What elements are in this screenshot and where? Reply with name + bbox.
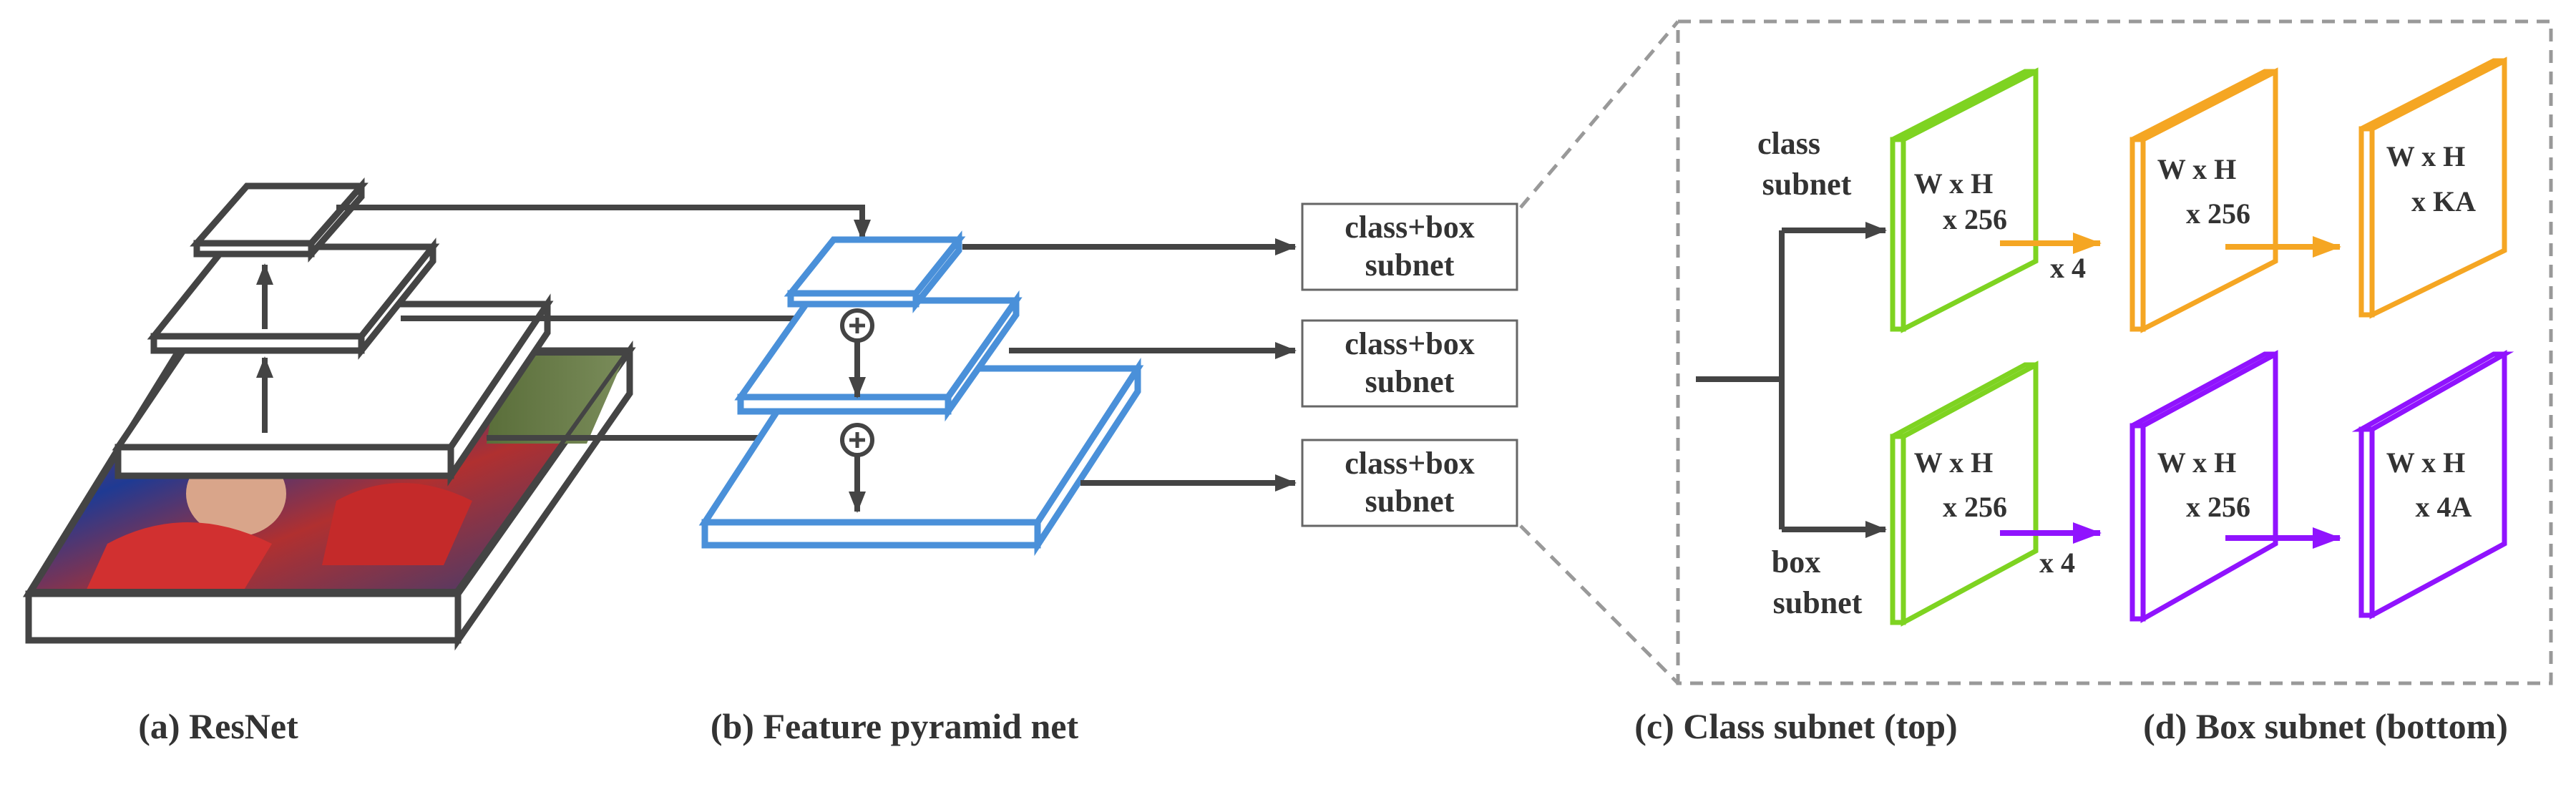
subnet-box-1: class+box subnet bbox=[1301, 202, 1518, 291]
box-block-3 bbox=[2351, 349, 2514, 620]
subnet-box-1-line1: class+box bbox=[1345, 210, 1475, 245]
box-repeat-label: x 4 bbox=[2039, 547, 2075, 579]
class-repeat-label: x 4 bbox=[2050, 252, 2086, 284]
fpn-merge-1 bbox=[840, 308, 874, 343]
box-block-2-line1: W x H bbox=[2157, 446, 2236, 479]
class-block-1 bbox=[1890, 67, 2039, 333]
class-block-2-line1: W x H bbox=[2157, 153, 2236, 185]
class-branch-label-line1: class bbox=[1757, 126, 1820, 161]
box-block-2 bbox=[2129, 350, 2278, 624]
subnet-box-3: class+box subnet bbox=[1301, 439, 1518, 527]
box-block-3-line1: W x H bbox=[2386, 446, 2465, 479]
zoom-indicator bbox=[1519, 19, 2553, 685]
fpn-output-arrows bbox=[962, 238, 1297, 492]
subnet-box-3-line1: class+box bbox=[1345, 446, 1475, 481]
fpn-level-p4 bbox=[734, 290, 1023, 422]
branch-tree bbox=[1696, 222, 1887, 538]
caption-fpn: (b) Feature pyramid net bbox=[711, 706, 1079, 746]
subnet-box-1-line2: subnet bbox=[1365, 248, 1455, 283]
class-block-3 bbox=[2358, 57, 2507, 319]
class-block-1-line2: x 256 bbox=[1943, 203, 2007, 235]
subnet-box-2-line1: class+box bbox=[1345, 326, 1475, 361]
caption-box-subnet: (d) Box subnet (bottom) bbox=[2143, 706, 2508, 746]
caption-class-subnet: (c) Class subnet (top) bbox=[1634, 706, 1957, 746]
box-block-1 bbox=[1890, 361, 2039, 627]
subnet-box-2-line2: subnet bbox=[1365, 364, 1455, 399]
class-branch-label-line2: subnet bbox=[1762, 167, 1852, 202]
class-block-3-line1: W x H bbox=[2386, 140, 2465, 172]
box-branch-label-line2: subnet bbox=[1773, 585, 1863, 620]
caption-resnet: (a) ResNet bbox=[138, 706, 298, 746]
box-block-1-line2: x 256 bbox=[1943, 491, 2007, 523]
resnet-group bbox=[22, 177, 636, 651]
box-block-1-line1: W x H bbox=[1914, 446, 1993, 479]
box-block-3-line2: x 4A bbox=[2416, 491, 2472, 523]
class-block-2 bbox=[2129, 67, 2278, 333]
class-block-2-line2: x 256 bbox=[2186, 197, 2250, 230]
box-branch-label-line1: box bbox=[1772, 544, 1820, 580]
resnet-layer-c5 bbox=[190, 177, 369, 263]
resnet-layer-c4 bbox=[147, 238, 440, 360]
class-block-3-line2: x KA bbox=[2411, 185, 2476, 217]
box-block-2-line2: x 256 bbox=[2186, 491, 2250, 523]
class-block-1-line1: W x H bbox=[1914, 167, 1993, 200]
subnet-box-3-line2: subnet bbox=[1365, 484, 1455, 519]
fpn-group bbox=[698, 230, 1144, 557]
fpn-level-p5 bbox=[784, 230, 966, 313]
subnet-box-2: class+box subnet bbox=[1301, 319, 1518, 408]
fpn-merge-2 bbox=[840, 423, 874, 457]
